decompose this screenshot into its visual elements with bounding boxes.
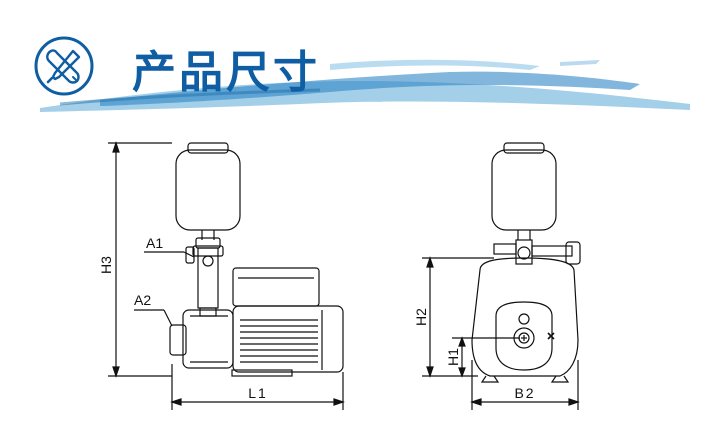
dimension-label-h2: H2: [413, 308, 429, 326]
front-view: H2 H1 B2: [413, 142, 581, 410]
dimension-label-l1: L1: [248, 385, 268, 401]
tools-icon: [33, 35, 95, 97]
pump-head: [182, 309, 234, 369]
side-view: H3 A1 A2: [98, 141, 345, 410]
label-a1: A1: [146, 235, 163, 251]
label-a2: A2: [134, 292, 151, 308]
brush-stroke-banner: [40, 59, 690, 112]
dimension-label-h1: H1: [445, 348, 461, 366]
dimension-label-b2: B2: [514, 385, 535, 401]
pressure-tank: [175, 149, 241, 231]
dimension-diagram: H3 A1 A2: [0, 120, 717, 433]
dimension-label-h3: H3: [98, 256, 114, 274]
page-title: 产品尺寸: [132, 47, 320, 98]
header: 产品尺寸: [0, 0, 717, 120]
